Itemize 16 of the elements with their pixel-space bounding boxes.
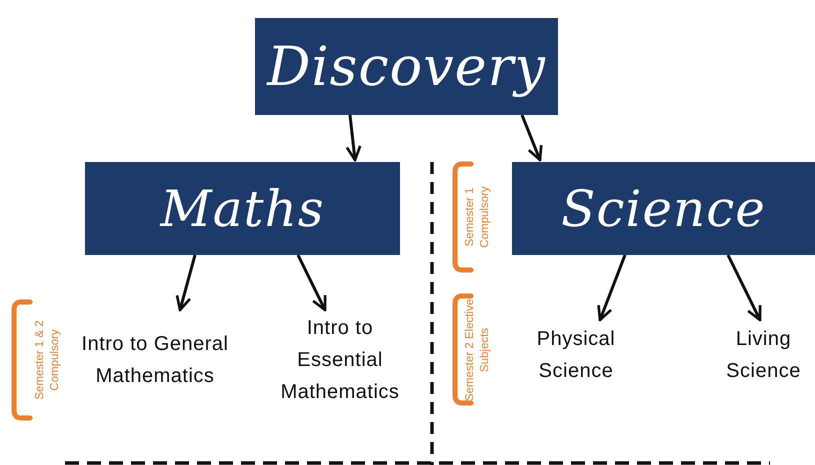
subject-label: Physical Science [515, 322, 637, 388]
arrow [176, 254, 196, 312]
semester-note: Semester 2 Elective Subjects [463, 298, 492, 404]
semester-note: Semester 1 Compulsory [463, 185, 492, 250]
subject-label: Intro to Essential Mathematics [262, 312, 418, 408]
subject-label: Living Science [712, 322, 815, 388]
semester-note: Semester 1 & 2 Compulsory [33, 319, 62, 402]
subject-label: Intro to General Mathematics [70, 312, 240, 408]
arrow [520, 114, 543, 162]
arrow [346, 114, 362, 162]
arrow [296, 254, 326, 312]
title-banner: Maths [85, 162, 400, 255]
title-banner: Science [512, 162, 815, 255]
arrow [597, 254, 626, 322]
title-banner: Discovery [255, 18, 558, 115]
arrow [726, 254, 762, 322]
